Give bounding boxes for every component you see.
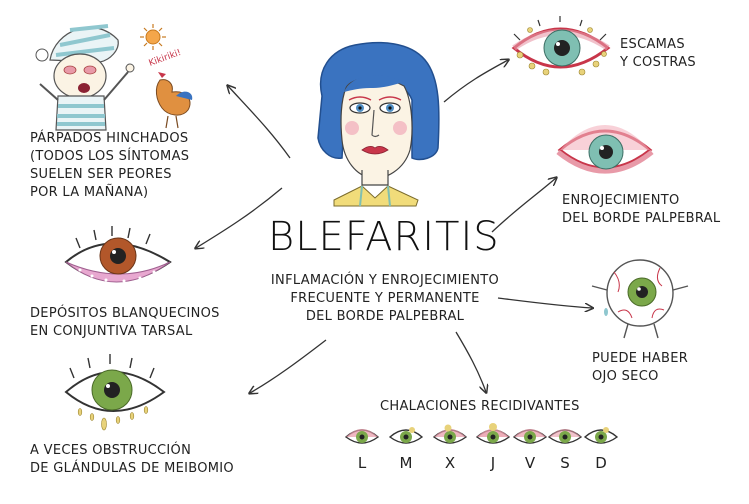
weekday-label: D bbox=[595, 454, 607, 472]
arrow-to-chalazion bbox=[455, 331, 486, 392]
eye-deposits-illustration bbox=[64, 226, 172, 283]
dry-eyeball-illustration bbox=[591, 259, 689, 339]
eye-scales-illustration bbox=[511, 16, 611, 76]
definition-text: INFLAMACIÓN Y ENROJECIMIENTO FRECUENTE Y… bbox=[270, 273, 500, 324]
label-swollen-eyelids: PÁRPADOS HINCHADOS (TODOS LOS SÍNTOMAS S… bbox=[30, 131, 190, 200]
eye-meibomian-illustration bbox=[64, 354, 166, 431]
label-meibomian-obstruction: A VECES OBSTRUCCIÓN DE GLÁNDULAS DE MEIB… bbox=[30, 443, 234, 476]
label-scales-crusts: ESCAMAS Y COSTRAS bbox=[620, 37, 696, 70]
chalazion-eye bbox=[547, 429, 583, 444]
rooster-sound-text: Kikiriki! bbox=[148, 48, 183, 69]
arrow-to-deposits bbox=[196, 187, 283, 248]
rooster-illustration bbox=[155, 72, 193, 129]
arrow-to-redness bbox=[491, 178, 556, 233]
weekday-label: M bbox=[399, 454, 413, 472]
central-woman-illustration bbox=[317, 41, 440, 207]
chalazion-eyes-row bbox=[344, 423, 619, 444]
weekday-row: L M X J V S D bbox=[340, 454, 630, 478]
arrow-to-scales bbox=[443, 60, 508, 103]
eye-redness-illustration bbox=[556, 125, 654, 174]
label-whitish-deposits: DEPÓSITOS BLANQUECINOS EN CONJUNTIVA TAR… bbox=[30, 306, 220, 339]
chalazion-eye bbox=[344, 429, 380, 444]
sleepy-person-illustration bbox=[35, 24, 166, 131]
chalazion-eye bbox=[583, 427, 619, 444]
arrow-to-dry bbox=[497, 297, 592, 308]
weekday-label: X bbox=[444, 454, 456, 472]
arrow-to-swollen bbox=[228, 86, 291, 159]
weekday-label: V bbox=[524, 454, 536, 472]
chalazion-eye bbox=[475, 423, 511, 444]
weekday-label: S bbox=[560, 454, 570, 472]
connector-arrows bbox=[196, 60, 592, 393]
chalazion-eye bbox=[432, 424, 468, 444]
label-lid-margin-redness: ENROJECIMIENTO DEL BORDE PALPEBRAL bbox=[562, 193, 721, 226]
weekday-label: J bbox=[490, 454, 496, 472]
label-recurrent-chalazion: CHALACIONES RECIDIVANTES bbox=[380, 399, 580, 414]
weekday-label: L bbox=[357, 454, 367, 472]
arrow-to-meibomian bbox=[250, 339, 327, 393]
chalazion-eye bbox=[512, 429, 548, 444]
chalazion-eye bbox=[388, 427, 424, 444]
label-dry-eye: PUEDE HABER OJO SECO bbox=[592, 351, 689, 384]
main-title: BLEFARITIS bbox=[268, 214, 500, 260]
